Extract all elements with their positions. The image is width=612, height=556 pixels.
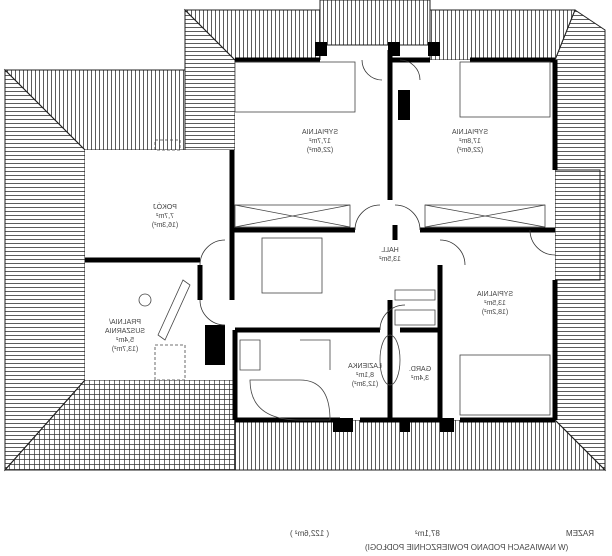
- summary-label: RAZEM: [566, 529, 594, 538]
- room-area: 17,8m²: [459, 138, 481, 145]
- room-area: 3,4m²: [411, 375, 429, 382]
- room-label-bathroom: ŁAZIENKA 8,1m² (12,3m²): [348, 362, 382, 389]
- room-name: SYPIALNIA: [451, 129, 489, 136]
- room-area: 5,4m²: [116, 337, 134, 344]
- room-floor-area: (12,3m²): [351, 381, 379, 388]
- summary-floor-area: ( 122,6m² ): [290, 529, 330, 538]
- room-name: HALL: [381, 247, 399, 254]
- room-floor-area: (13,7m²): [111, 346, 139, 353]
- room-area: 13,5m²: [379, 256, 401, 263]
- room-area: 8,1m²: [356, 372, 374, 379]
- room-floor-area: (22,6m²): [306, 147, 334, 154]
- room-area: 7,7m²: [156, 213, 174, 220]
- furniture: [138, 61, 551, 421]
- room-floor-area: (16,3m²): [151, 222, 179, 229]
- room-area: 17,7m²: [309, 138, 331, 145]
- room-name: POKÓJ: [153, 204, 177, 211]
- room-name: SYPIALNIA: [476, 291, 514, 298]
- room-floor-area: (18,2m²): [481, 309, 509, 316]
- room-label-laundry: PRALNIA/ SUSZARNIA 5,4m² (13,7m²): [100, 318, 150, 354]
- room-label-hall: HALL 13,5m²: [379, 246, 401, 264]
- room-label-wardrobe: GARD. 3,4m²: [409, 365, 431, 383]
- room-name: PRALNIA/ SUSZARNIA: [104, 319, 146, 335]
- summary-area: 87,1m²: [415, 529, 440, 538]
- room-label-bedroom-3: SYPIALNIA 13,5m² (18,2m²): [477, 290, 513, 317]
- room-name: GARD.: [408, 366, 432, 373]
- room-floor-area: (22,6m²): [456, 147, 484, 154]
- room-label-bedroom-1: SYPIALNIA 17,7m² (22,6m²): [302, 128, 338, 155]
- room-label-bedroom-2: SYPIALNIA 17,8m² (22,6m²): [452, 128, 488, 155]
- summary-note: (W NAWIASACH PODANO POWIERZCHNIE PODŁOGI…: [365, 543, 569, 552]
- door-swings: [199, 59, 556, 331]
- roof-hatching: [3, 0, 607, 472]
- walls: [85, 50, 558, 423]
- room-name: ŁAZIENKA: [348, 363, 382, 370]
- room-name: SYPIALNIA: [301, 129, 339, 136]
- room-label-room: POKÓJ 7,7m² (16,3m²): [152, 203, 178, 230]
- room-area: 13,5m²: [484, 300, 506, 307]
